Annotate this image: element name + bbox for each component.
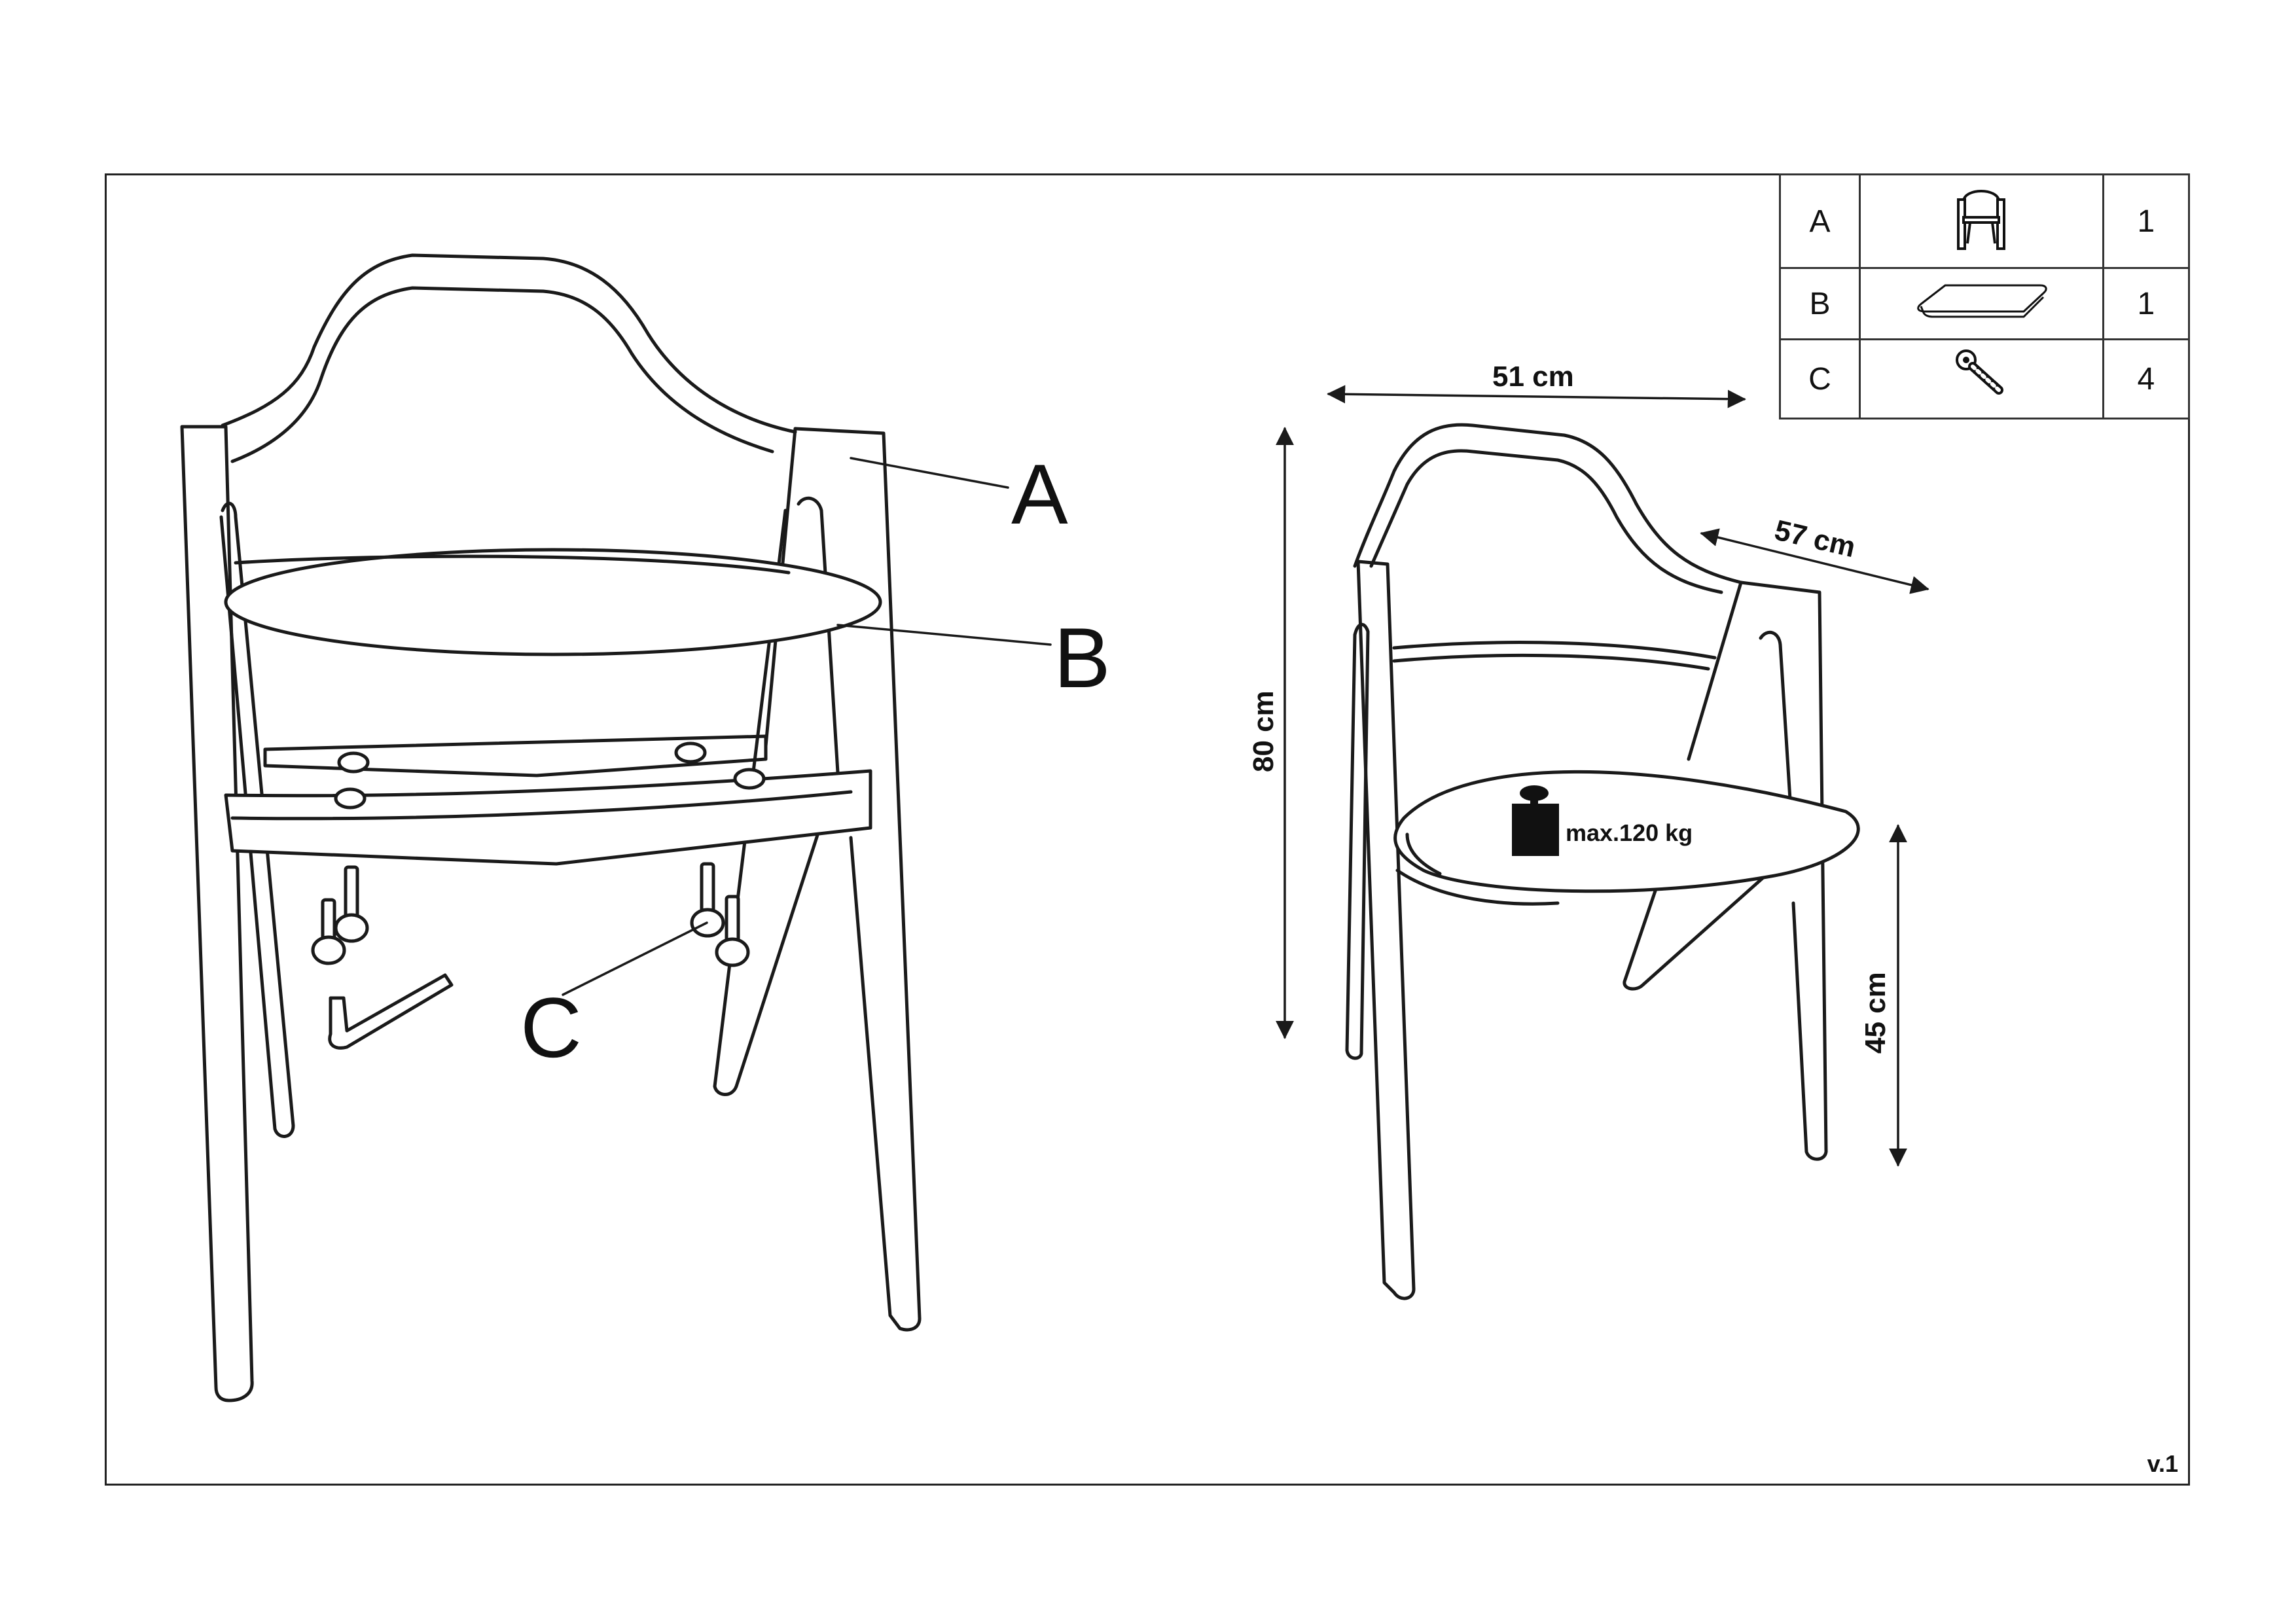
part-qty: 1 <box>2102 267 2191 341</box>
assembled-chair: max.120 kg 51 cm 57 cm 80 cm 45 cm <box>1247 361 1929 1300</box>
backrest <box>221 253 797 434</box>
parts-row: A 1 <box>1779 173 2191 270</box>
seat-cushion-icon <box>1917 284 2047 318</box>
bolts-c <box>311 862 750 967</box>
chair-frame-icon <box>1957 190 2006 251</box>
page-frame <box>105 173 2190 1486</box>
part-letter: C <box>1779 338 1861 419</box>
callout-c: C <box>520 980 582 1075</box>
version-label: v.1 <box>2147 1450 2178 1477</box>
max-load-label: max.120 kg <box>1566 819 1693 846</box>
assembled-seat <box>1393 770 1860 893</box>
part-letter: A <box>1779 173 1861 270</box>
bolt-icon <box>1956 349 2004 395</box>
parts-table: A 1 B 1 C <box>1779 173 2191 419</box>
width-dimension: 51 cm <box>1492 361 1574 393</box>
exploded-chair: A B C <box>180 253 1111 1402</box>
seat-height-dimension: 45 cm <box>1859 972 1892 1054</box>
callout-b: B <box>1054 610 1111 705</box>
depth-dimension-arrow <box>1700 528 1929 594</box>
width-dimension-arrow <box>1327 385 1746 408</box>
brackets <box>334 741 766 810</box>
part-qty: 1 <box>2102 173 2191 270</box>
part-letter: B <box>1779 267 1861 341</box>
depth-dimension: 57 cm <box>1772 514 1859 563</box>
seat-b <box>224 548 882 656</box>
right-leg <box>793 427 922 1332</box>
part-qty: 4 <box>2102 338 2191 419</box>
callout-a: A <box>1011 446 1068 542</box>
left-leg <box>180 425 254 1402</box>
parts-row: C 4 <box>1779 338 2191 419</box>
height-dimension: 80 cm <box>1247 690 1280 772</box>
weight-icon <box>1512 785 1559 856</box>
allen-key <box>328 973 454 1050</box>
parts-row: B 1 <box>1779 267 2191 341</box>
